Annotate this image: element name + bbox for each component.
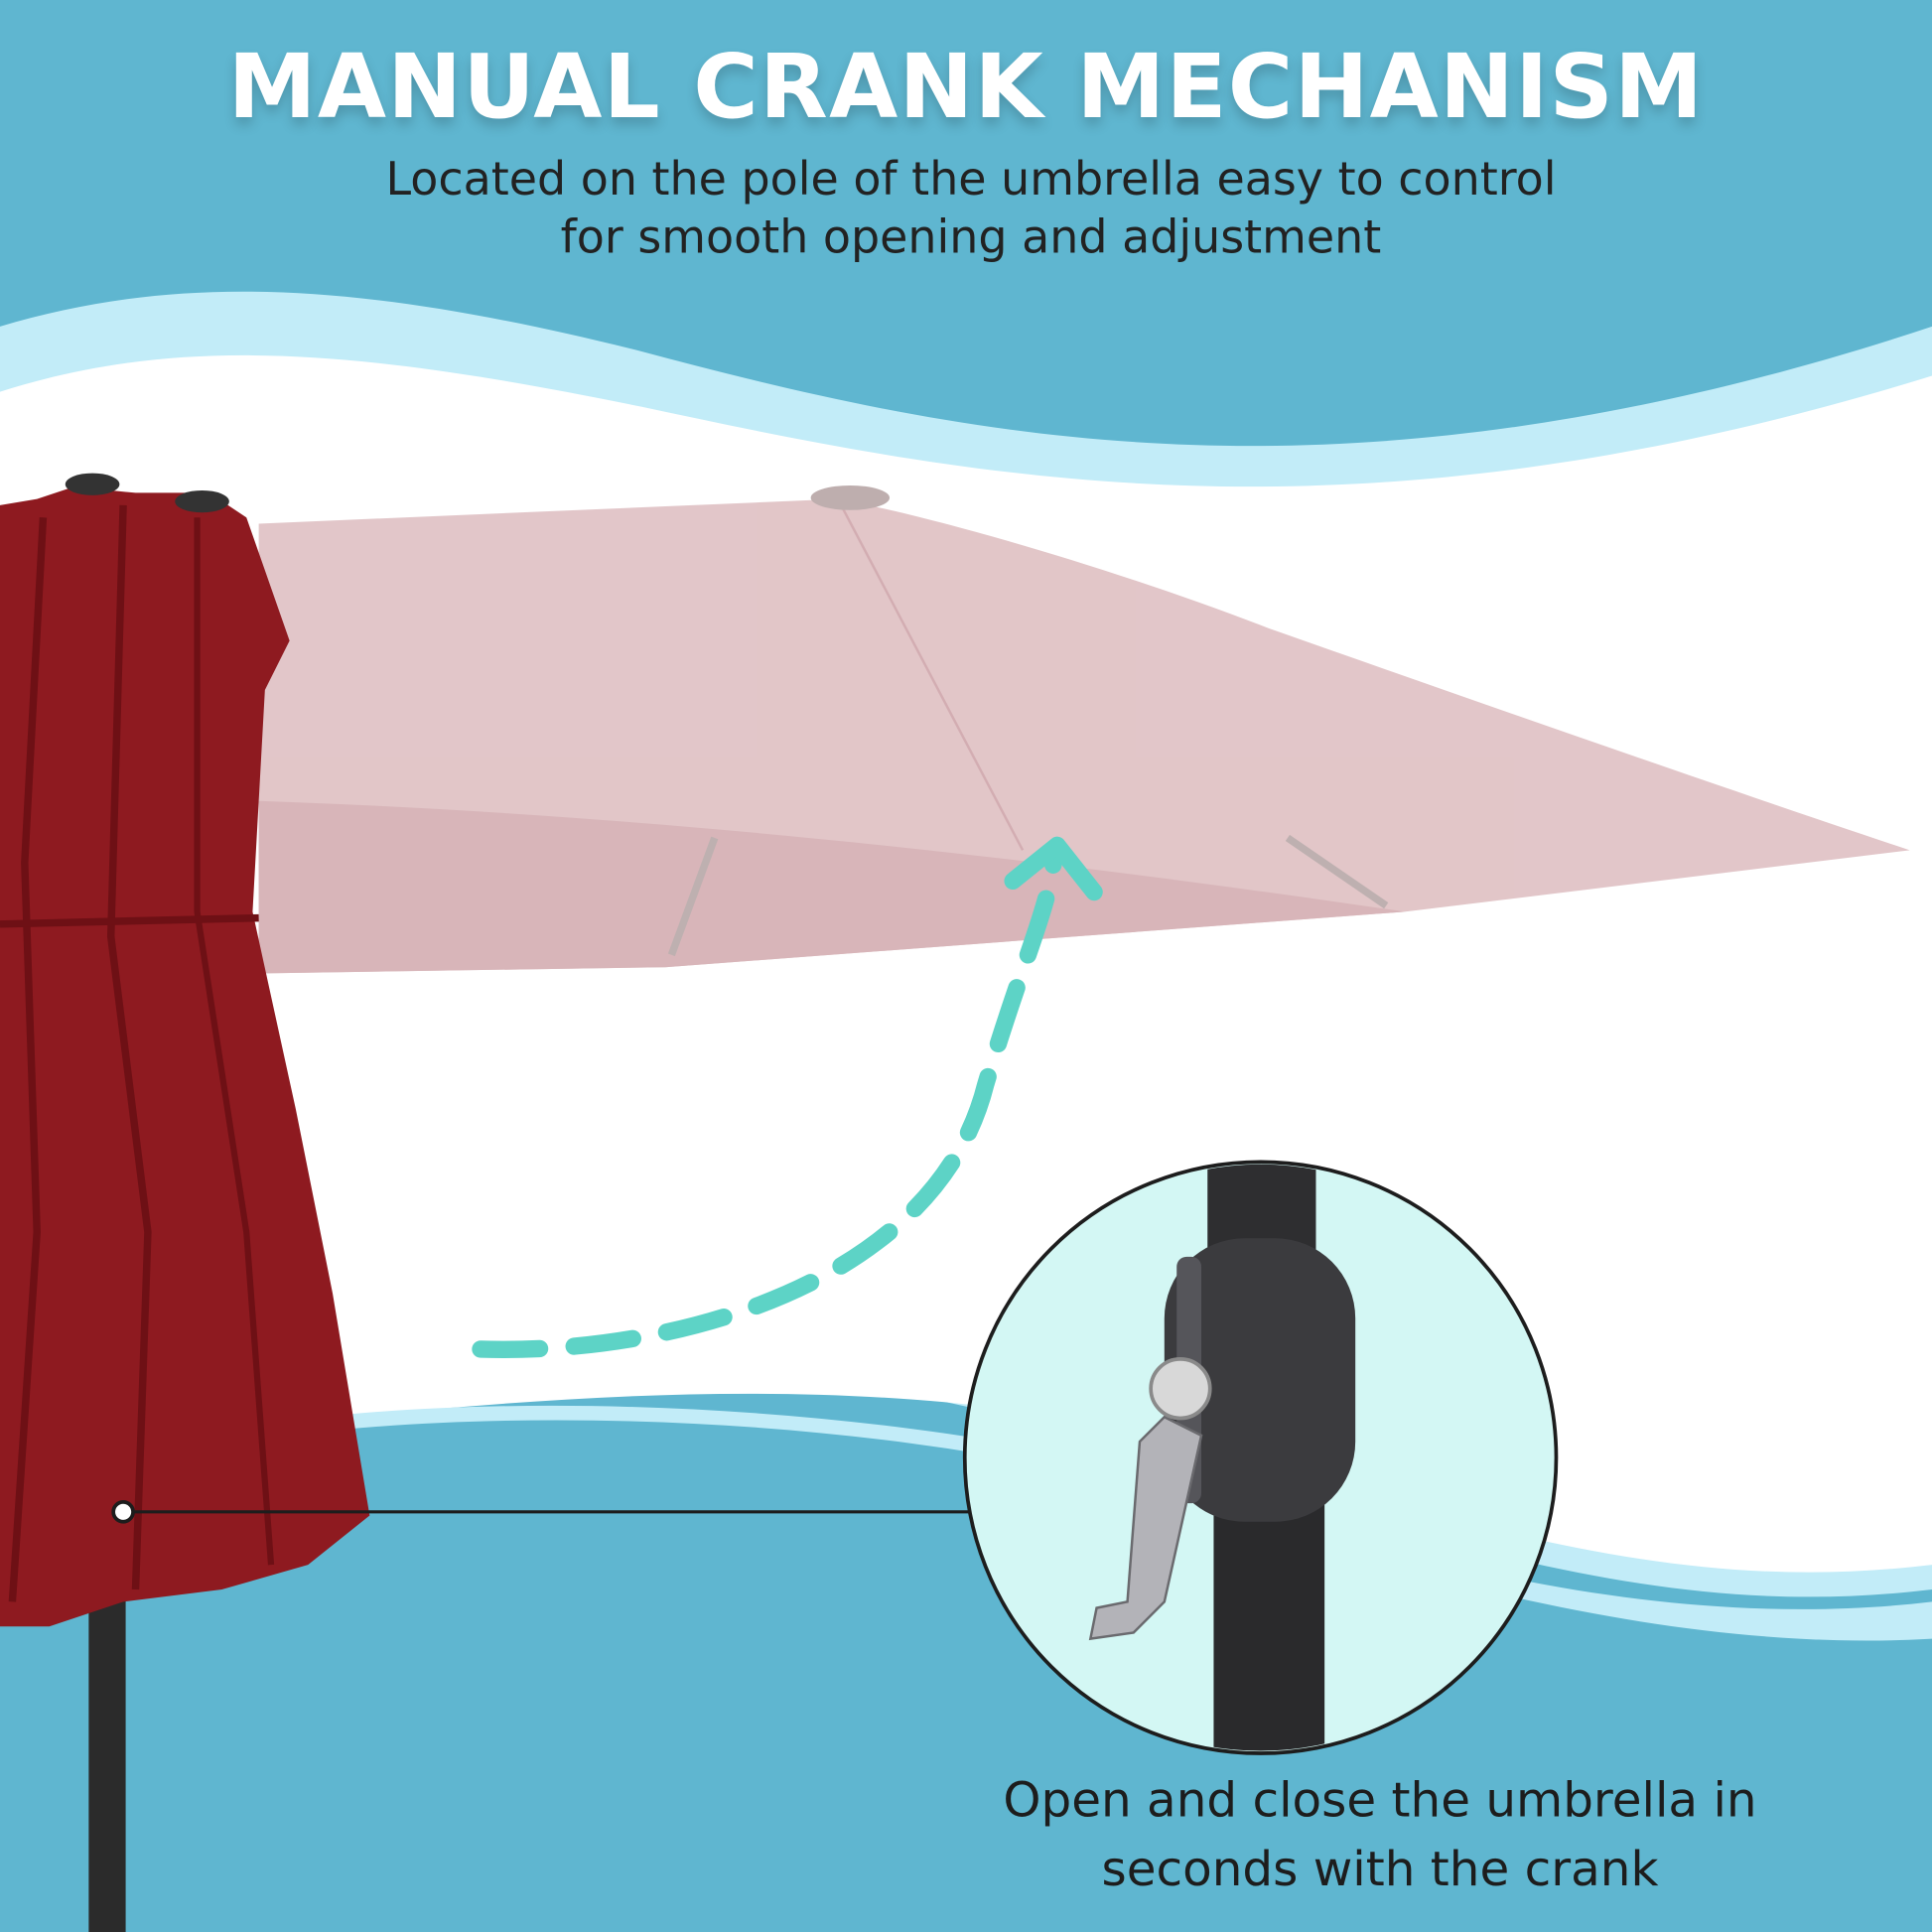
crank-handle xyxy=(1088,1415,1203,1641)
crank-inset-circle xyxy=(962,1160,1559,1755)
subtitle: Located on the pole of the umbrella easy… xyxy=(0,150,1932,266)
caption-line-2: seconds with the crank xyxy=(1101,1842,1659,1898)
umbrella-pole xyxy=(88,1588,126,1932)
caption-line-1: Open and close the umbrella in xyxy=(1003,1772,1757,1829)
bottom-wave xyxy=(0,1420,1932,1932)
subtitle-line-1: Located on the pole of the umbrella easy… xyxy=(385,152,1557,207)
dashed-curved-arrow xyxy=(472,854,1062,1359)
arrow-head xyxy=(1004,836,1103,901)
page-title: MANUAL CRANK MECHANISM xyxy=(227,34,1705,138)
faded-open-umbrella xyxy=(258,484,1910,974)
closed-red-umbrella xyxy=(0,473,370,1932)
callout-dot xyxy=(111,1500,135,1524)
crank-caption: Open and close the umbrella in seconds w… xyxy=(949,1767,1812,1905)
subtitle-line-2: for smooth opening and adjustment xyxy=(560,210,1382,264)
